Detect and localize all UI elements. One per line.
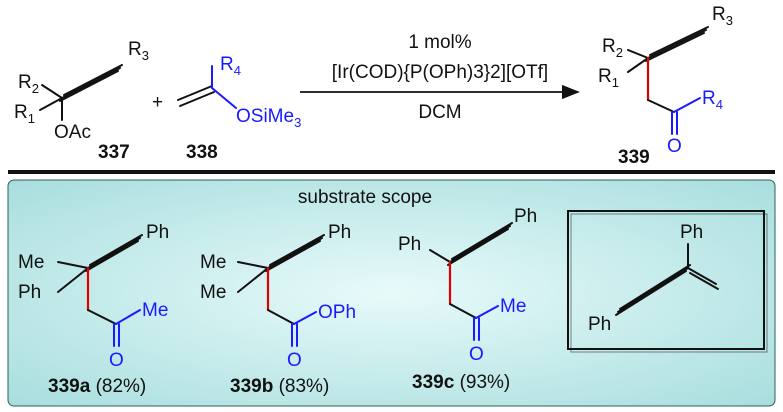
compound-339a-label: 339a	[48, 376, 91, 397]
ph-label: Ph	[328, 222, 351, 243]
o-label: O	[287, 350, 302, 371]
me-ketone-label: Me	[500, 296, 526, 317]
r4-label: R	[220, 54, 234, 75]
svg-text:339c (93%): 339c (93%)	[412, 372, 510, 393]
conditions-line-1: 1 mol%	[408, 32, 471, 53]
enyne-byproduct-box: Ph Ph	[567, 210, 768, 353]
svg-text:339b (83%): 339b (83%)	[230, 376, 329, 397]
compound-339: R3 R2 R1 R4 O 339	[598, 4, 733, 168]
svg-text:R2: R2	[18, 72, 39, 96]
me-ketone-label: Me	[142, 300, 168, 321]
carbonyl-o-label: O	[667, 136, 682, 157]
compound-337: R3 R2 R1 OAc 337	[14, 39, 149, 163]
compound-339a: Ph Me Ph Me O 339a (82%)	[18, 222, 169, 397]
ph-label: Ph	[588, 314, 611, 335]
yield-339a: (82%)	[96, 376, 147, 397]
r3-label: R	[128, 39, 142, 60]
svg-text:R2: R2	[602, 36, 623, 60]
me-label: Me	[200, 282, 226, 303]
o-label: O	[469, 344, 484, 365]
compound-338-label: 338	[186, 142, 218, 163]
compound-339b: Ph Me Me OPh O 339b (83%)	[200, 222, 356, 397]
ph-label: Ph	[514, 206, 537, 227]
plus-sign: +	[152, 92, 163, 113]
compound-339c: Ph Ph Me O 339c (93%)	[398, 206, 537, 393]
compound-339b-label: 339b	[230, 376, 273, 397]
ph-label: Ph	[680, 222, 703, 243]
ph-label: Ph	[146, 222, 169, 243]
svg-text:R1: R1	[14, 102, 35, 126]
oph-label: OPh	[318, 302, 356, 323]
r4-label-product: R	[702, 88, 716, 109]
compound-337-label: 337	[98, 142, 130, 163]
solvent-label: DCM	[418, 102, 461, 123]
yield-339b: (83%)	[279, 376, 330, 397]
r3-label-product: R	[712, 4, 726, 25]
svg-text:R3: R3	[712, 4, 733, 28]
r1-label-product: R	[598, 66, 612, 87]
byproduct-frame	[567, 210, 765, 350]
ph-label: Ph	[18, 282, 41, 303]
o-label: O	[109, 350, 124, 371]
svg-text:R3: R3	[128, 39, 149, 63]
compound-339c-label: 339c	[412, 372, 455, 393]
scope-title: substrate scope	[298, 187, 432, 208]
oac-label: OAc	[54, 122, 91, 143]
yield-339c: (93%)	[460, 372, 511, 393]
svg-text:R1: R1	[598, 66, 619, 90]
me-label: Me	[18, 252, 44, 273]
r2-label-product: R	[602, 36, 616, 57]
svg-text:OSiMe3: OSiMe3	[236, 106, 301, 130]
ph-label: Ph	[398, 234, 421, 255]
reaction-arrow: 1 mol% [Ir(COD){P(OPh)3}2][OTf] DCM	[300, 32, 580, 123]
compound-339-label: 339	[618, 147, 650, 168]
compound-338: R4 OSiMe3 338	[177, 54, 301, 163]
r1-label: R	[14, 102, 28, 123]
r2-label: R	[18, 72, 32, 93]
conditions-line-2: [Ir(COD){P(OPh)3}2][OTf]	[332, 62, 548, 83]
svg-text:339a (82%): 339a (82%)	[48, 376, 146, 397]
osime3-label: OSiMe	[236, 106, 294, 127]
svg-text:R4: R4	[220, 54, 241, 78]
svg-text:R4: R4	[702, 88, 723, 112]
me-label: Me	[200, 252, 226, 273]
